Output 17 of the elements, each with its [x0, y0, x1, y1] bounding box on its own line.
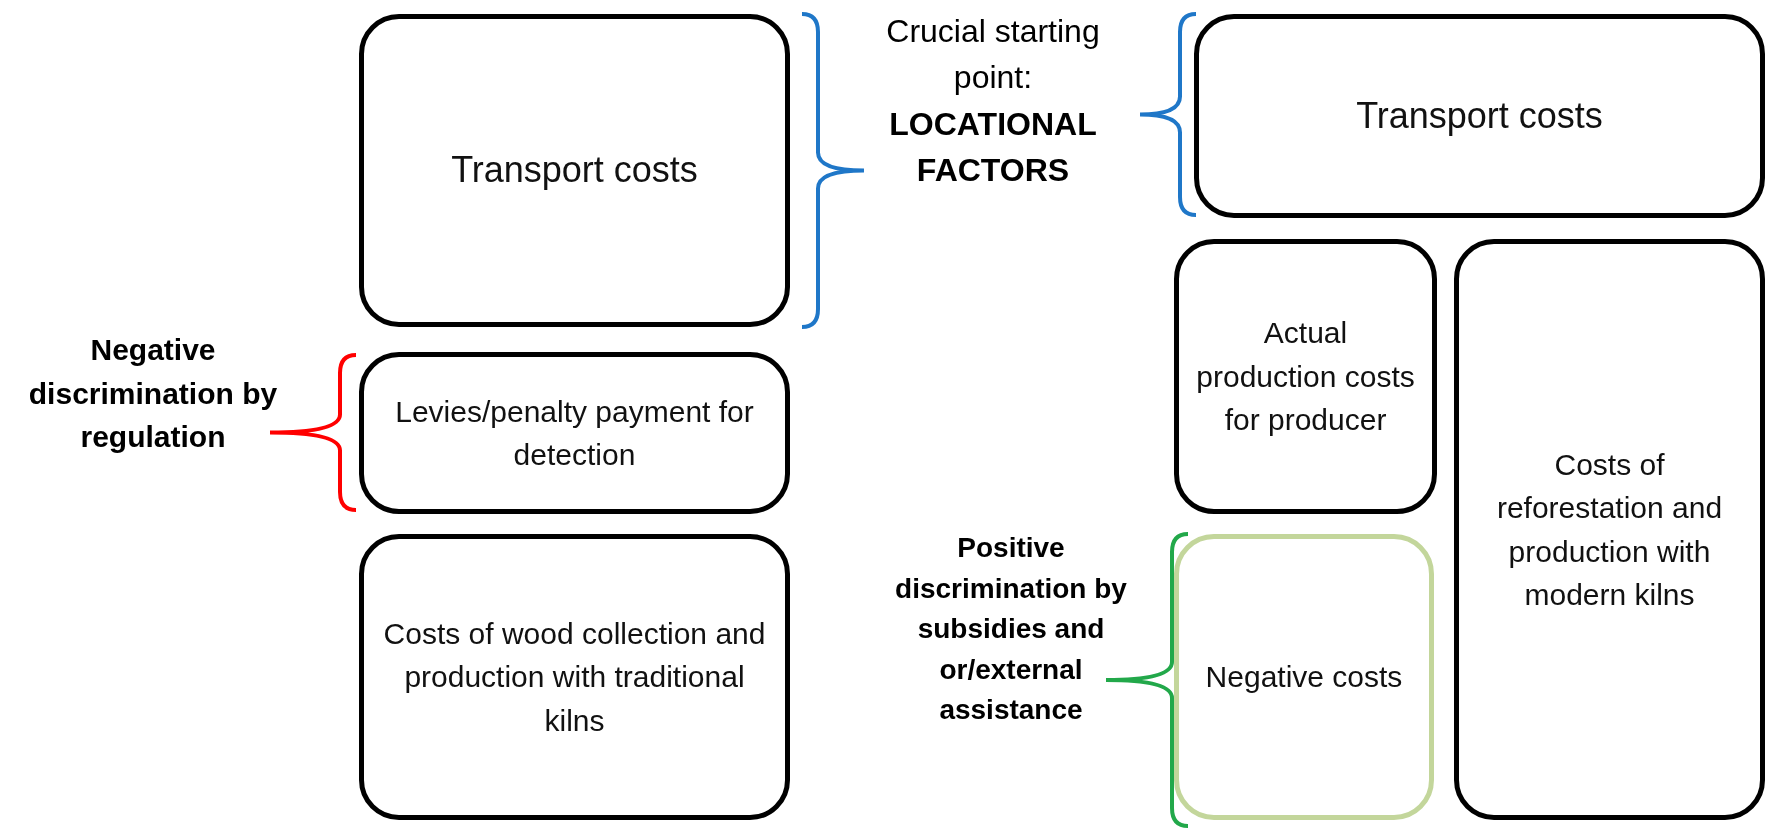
cost-box: [1454, 239, 1765, 820]
cost-box: [359, 534, 790, 820]
box-text: Costs of wood collection and production with traditional kilns: [382, 615, 767, 739]
box-text: Levies/penalty payment for detection: [394, 393, 755, 473]
box-text: Transport costs: [1355, 93, 1604, 138]
cost-box: [359, 14, 790, 327]
brace-label: Negative discrimination by regulation: [27, 332, 279, 455]
box-text: Actual production costs for producer: [1195, 315, 1416, 439]
cost-box: [1194, 14, 1765, 218]
box-text: Negative costs: [1204, 659, 1404, 696]
brace-label: Crucial starting point: LOCATIONAL FACTORS: [885, 12, 1101, 191]
brace-label: Positive discrimination by subsidies and or/external assistance: [894, 531, 1128, 728]
cost-box: [1174, 239, 1437, 514]
cost-box: [1174, 534, 1434, 820]
cost-box: [359, 352, 790, 514]
box-text: Costs of reforestation and production with modern kilns: [1495, 446, 1724, 613]
box-text: Transport costs: [450, 148, 699, 193]
